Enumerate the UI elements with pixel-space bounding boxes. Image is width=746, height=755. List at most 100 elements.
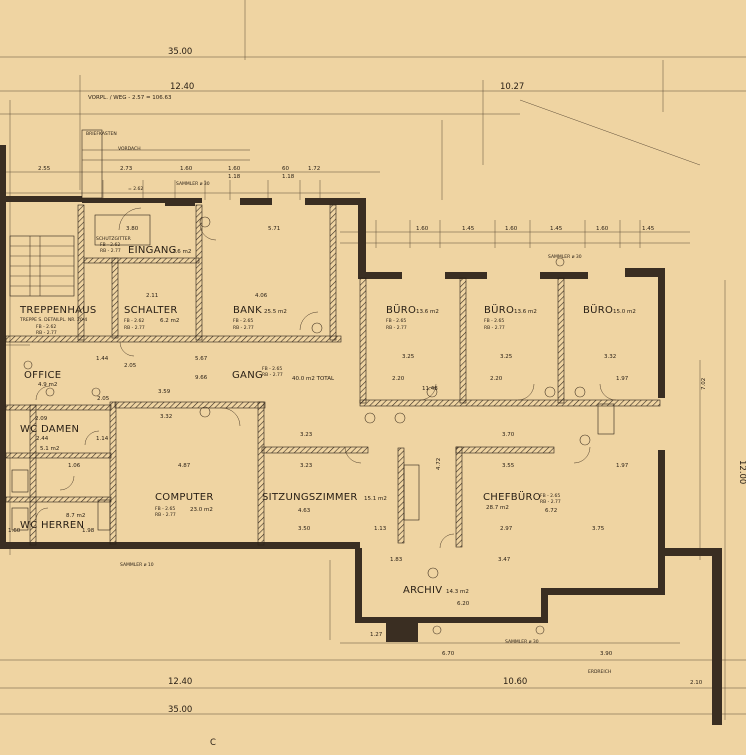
west-wall — [0, 196, 6, 548]
vorplatz-label: VORPL. / WEG - 2.57 = 106.63 — [88, 95, 172, 101]
svg-text:15.1 m2: 15.1 m2 — [364, 496, 387, 502]
aufmass-label: = 2.62 — [128, 186, 143, 192]
svg-text:6.2 m2: 6.2 m2 — [160, 318, 179, 324]
room-treppenhaus: TREPPENHAUS TREPPE S. DETAILPL. NR. 20-4… — [19, 305, 97, 336]
svg-text:BANK: BANK — [233, 305, 262, 316]
markers — [23, 216, 591, 635]
svg-text:3.23: 3.23 — [300, 432, 313, 438]
svg-text:RB - 2.77: RB - 2.77 — [386, 325, 407, 331]
svg-text:3.55: 3.55 — [502, 463, 515, 469]
svg-text:3.32: 3.32 — [160, 414, 172, 420]
dim-total-bottom: 35.00 — [168, 705, 192, 715]
svg-text:FB - 2.65: FB - 2.65 — [262, 366, 282, 372]
svg-text:6.70: 6.70 — [442, 651, 455, 657]
svg-text:3.70: 3.70 — [502, 432, 515, 438]
svg-text:4.72: 4.72 — [436, 458, 442, 470]
svg-text:1.72: 1.72 — [308, 166, 320, 172]
room-wc-herren: WC HERREN 8.7 m2 — [20, 513, 85, 531]
svg-text:4.63: 4.63 — [298, 508, 311, 514]
svg-text:SITZUNGSZIMMER: SITZUNGSZIMMER — [262, 492, 358, 503]
svg-text:15.0 m2: 15.0 m2 — [613, 309, 636, 315]
svg-text:2.05: 2.05 — [124, 363, 137, 369]
svg-text:25.5 m2: 25.5 m2 — [264, 309, 287, 315]
svg-text:23.0 m2: 23.0 m2 — [190, 507, 213, 513]
svg-text:1.60: 1.60 — [505, 226, 518, 232]
sammler-label: SAMMLER ø 10 — [120, 562, 154, 568]
svg-text:1.06: 1.06 — [68, 463, 81, 469]
svg-text:14.3 m2: 14.3 m2 — [446, 589, 469, 595]
svg-text:1.14: 1.14 — [96, 436, 109, 442]
svg-text:13.6 m2: 13.6 m2 — [514, 309, 537, 315]
annotations: BRIEFKASTEN VORDACH SAMMLER ø 30 SAMMLER… — [86, 131, 611, 748]
svg-text:WC DAMEN: WC DAMEN — [20, 424, 79, 435]
south-wall — [0, 542, 360, 549]
room-wc-damen: WC DAMEN 5.1 m2 — [20, 424, 79, 452]
svg-text:3.90: 3.90 — [600, 651, 613, 657]
svg-text:TREPPENHAUS: TREPPENHAUS — [19, 305, 97, 316]
svg-text:SCHALTER: SCHALTER — [124, 305, 178, 316]
svg-text:40.0 m2 TOTAL: 40.0 m2 TOTAL — [292, 376, 335, 382]
svg-text:3.80: 3.80 — [126, 226, 139, 232]
room-eingang: EINGANG 7.6 m2 FB - 2.62 RB - 2.77 — [100, 242, 191, 256]
svg-text:RB - 2.77: RB - 2.77 — [484, 325, 505, 331]
svg-text:FB - 2.62: FB - 2.62 — [100, 242, 120, 248]
svg-text:9.66: 9.66 — [195, 375, 208, 381]
svg-text:60: 60 — [282, 166, 289, 172]
svg-text:5.1 m2: 5.1 m2 — [40, 446, 59, 452]
svg-text:FB - 2.62: FB - 2.62 — [36, 324, 56, 330]
room-buero-3: BÜRO 15.0 m2 — [583, 303, 636, 316]
svg-text:28.7 m2: 28.7 m2 — [486, 505, 509, 511]
svg-text:GANG: GANG — [232, 370, 263, 381]
svg-text:4.06: 4.06 — [255, 293, 268, 299]
svg-text:2.73: 2.73 — [120, 166, 133, 172]
svg-text:RB - 2.77: RB - 2.77 — [540, 499, 561, 505]
svg-text:CHEFBÜRO: CHEFBÜRO — [483, 490, 541, 503]
room-schalter: SCHALTER 6.2 m2 FB - 2.62 RB - 2.77 — [124, 305, 179, 331]
svg-text:1.97: 1.97 — [616, 376, 629, 382]
svg-text:1.18: 1.18 — [228, 174, 241, 180]
svg-text:FB - 2.65: FB - 2.65 — [386, 318, 406, 324]
svg-text:3.50: 3.50 — [298, 526, 311, 532]
walls — [0, 145, 722, 725]
svg-text:1.60: 1.60 — [596, 226, 609, 232]
room-chefbuero: CHEFBÜRO 28.7 m2 FB - 2.65 RB - 2.77 — [483, 490, 561, 511]
vordach-label: VORDACH — [118, 146, 141, 152]
room-buero-1: BÜRO 13.6 m2 FB - 2.65 RB - 2.77 — [386, 303, 439, 331]
svg-text:1.13: 1.13 — [374, 526, 387, 532]
svg-text:2.10: 2.10 — [690, 680, 703, 686]
room-archiv: ARCHIV 14.3 m2 — [403, 585, 469, 596]
svg-text:RB - 2.77: RB - 2.77 — [124, 325, 145, 331]
svg-text:3.32: 3.32 — [604, 354, 616, 360]
svg-text:1.45: 1.45 — [462, 226, 475, 232]
section-mark: C — [210, 738, 216, 748]
room-sitzungszimmer: SITZUNGSZIMMER 15.1 m2 — [262, 492, 387, 503]
svg-text:3.59: 3.59 — [158, 389, 171, 395]
room-office: OFFICE 4.9 m2 — [24, 370, 61, 388]
svg-text:2.20: 2.20 — [392, 376, 405, 382]
svg-text:WC HERREN: WC HERREN — [20, 520, 84, 531]
sammler-label: SAMMLER ø 30 — [548, 254, 582, 260]
svg-text:2.09: 2.09 — [35, 416, 48, 422]
svg-text:1.60: 1.60 — [228, 166, 241, 172]
svg-text:BÜRO: BÜRO — [583, 303, 613, 316]
svg-text:1.83: 1.83 — [390, 557, 403, 563]
svg-text:4.87: 4.87 — [178, 463, 191, 469]
svg-text:RB - 2.77: RB - 2.77 — [100, 248, 121, 254]
svg-text:1.60: 1.60 — [416, 226, 429, 232]
svg-text:5.67: 5.67 — [195, 356, 208, 362]
sammler-label: SAMMLER ø 30 — [176, 181, 210, 187]
dim-right-top: 10.27 — [500, 82, 524, 92]
svg-text:7.6 m2: 7.6 m2 — [172, 249, 191, 255]
svg-text:2.97: 2.97 — [500, 526, 513, 532]
svg-text:1.27: 1.27 — [370, 632, 383, 638]
entry-canopy — [11, 129, 615, 531]
schutzgitter-label: SCHUTZGITTER — [96, 236, 131, 242]
svg-text:OFFICE: OFFICE — [24, 370, 61, 381]
svg-text:COMPUTER: COMPUTER — [155, 492, 214, 503]
svg-text:8.7 m2: 8.7 m2 — [66, 513, 85, 519]
room-gang: GANG 40.0 m2 TOTAL FB - 2.65 RB - 2.77 — [232, 366, 335, 382]
svg-text:2.05: 2.05 — [97, 396, 110, 402]
dim-left-top: 12.40 — [170, 82, 194, 92]
